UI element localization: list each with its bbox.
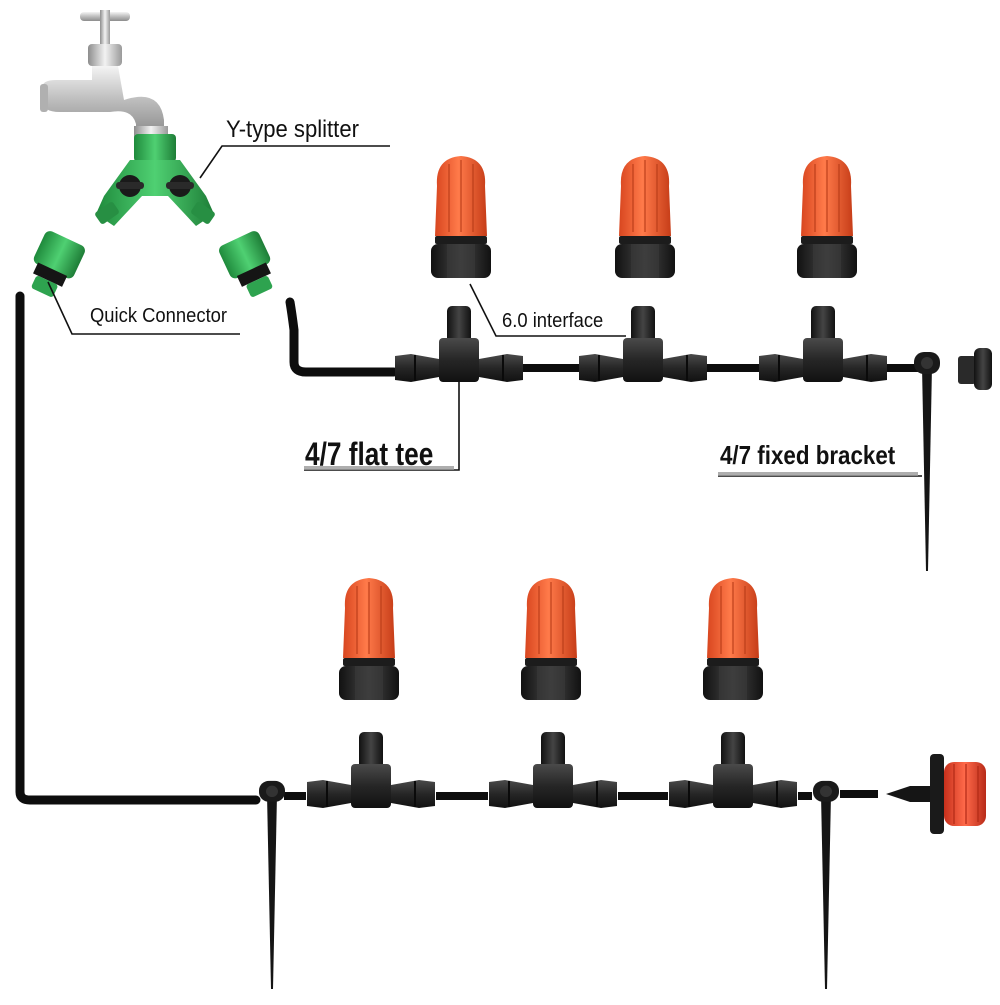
fixed-bracket-icon: [914, 352, 940, 571]
flat-tee-label: 4/7 flat tee: [305, 436, 434, 472]
y-splitter-icon: [95, 134, 215, 226]
label-underlines: [304, 466, 918, 476]
nozzle-icon: [338, 577, 764, 701]
quick-connector-label: Quick Connector: [90, 305, 228, 327]
fixed-bracket-label: 4/7 fixed bracket: [720, 440, 896, 470]
nozzle-icon: [430, 155, 858, 279]
fixed-bracket-icon: [259, 780, 839, 989]
y-splitter-label: Y-type splitter: [226, 116, 359, 143]
faucet-icon: [40, 10, 168, 138]
interface-label: 6.0 interface: [502, 310, 604, 332]
flat-tee-icon: [394, 305, 888, 383]
drip-emitter-icon: [886, 754, 986, 834]
tubing: [15, 291, 924, 805]
quick-connector-icon: [31, 231, 273, 297]
flat-tee-icon: [306, 731, 798, 809]
end-plug-icon: [958, 348, 992, 390]
